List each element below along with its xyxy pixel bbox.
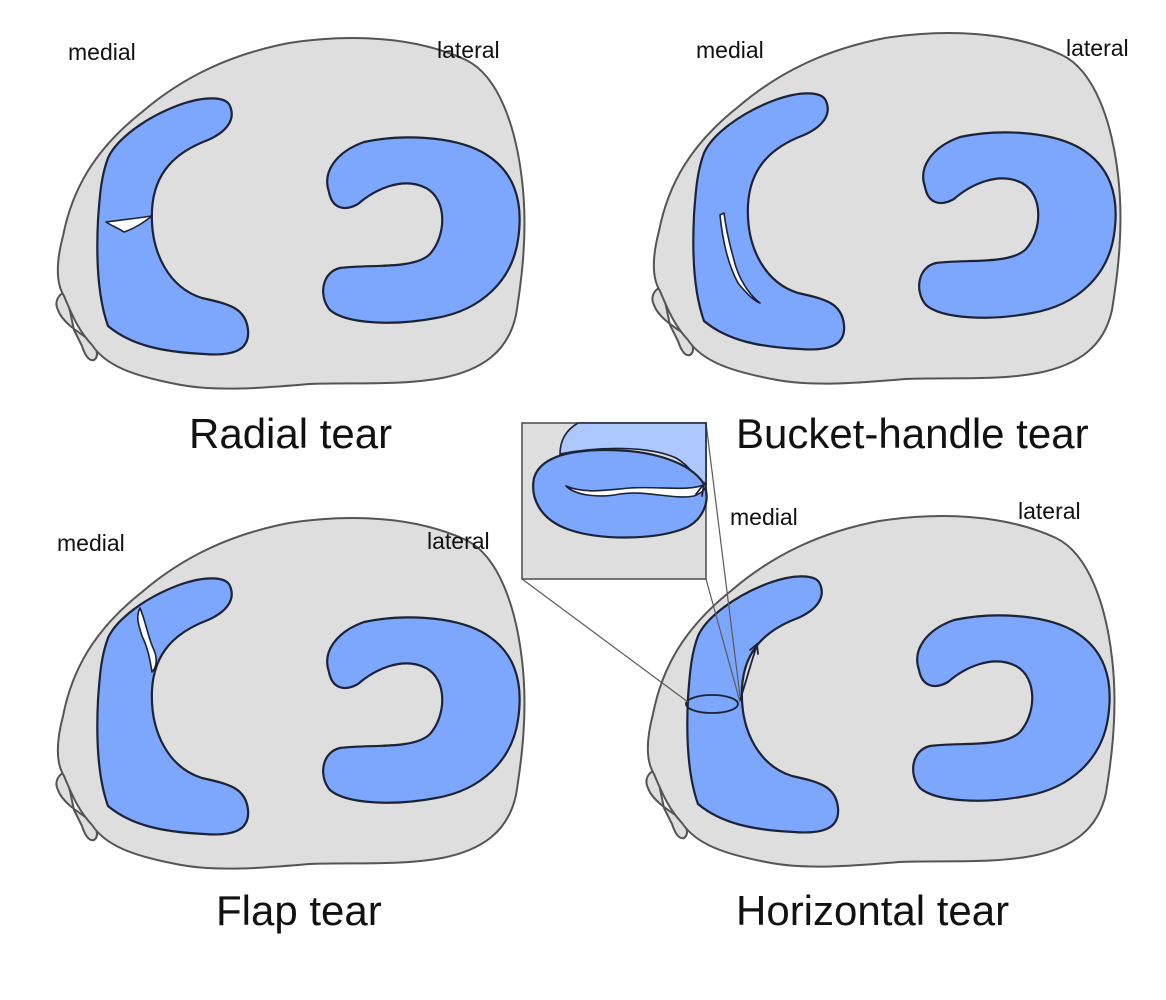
title-flap: Flap tear (216, 887, 382, 934)
zoom-line (705, 422, 741, 697)
label-medial-bucket: medial (696, 37, 764, 63)
label-lateral-flap: lateral (427, 528, 490, 554)
zoom-inset (521, 422, 741, 703)
zoom-line (705, 578, 741, 703)
label-medial-radial: medial (68, 39, 136, 65)
inset-horizontal-tear (565, 483, 707, 498)
section-arrow (739, 647, 757, 701)
bucket-handle-tear-mark (719, 212, 761, 304)
zoom-line (521, 578, 689, 703)
inset-arrow-head (695, 480, 706, 497)
panel-radial (55, 37, 526, 390)
panel-horizontal (645, 515, 1116, 868)
panel-flap (55, 517, 526, 870)
title-horizontal: Horizontal tear (736, 887, 1009, 934)
title-bucket: Bucket-handle tear (736, 410, 1089, 457)
label-medial-horizontal: medial (730, 504, 798, 530)
label-lateral-bucket: lateral (1066, 35, 1129, 61)
label-lateral-horizontal: lateral (1018, 498, 1081, 524)
section-arrow-head (749, 642, 759, 655)
title-radial: Radial tear (189, 410, 392, 457)
label-medial-flap: medial (57, 530, 125, 556)
label-lateral-radial: lateral (437, 37, 500, 63)
panel-bucket (651, 32, 1122, 385)
flap-tear-mark (137, 607, 157, 673)
cross-section-ellipse (685, 694, 739, 714)
radial-tear-mark (105, 215, 153, 233)
